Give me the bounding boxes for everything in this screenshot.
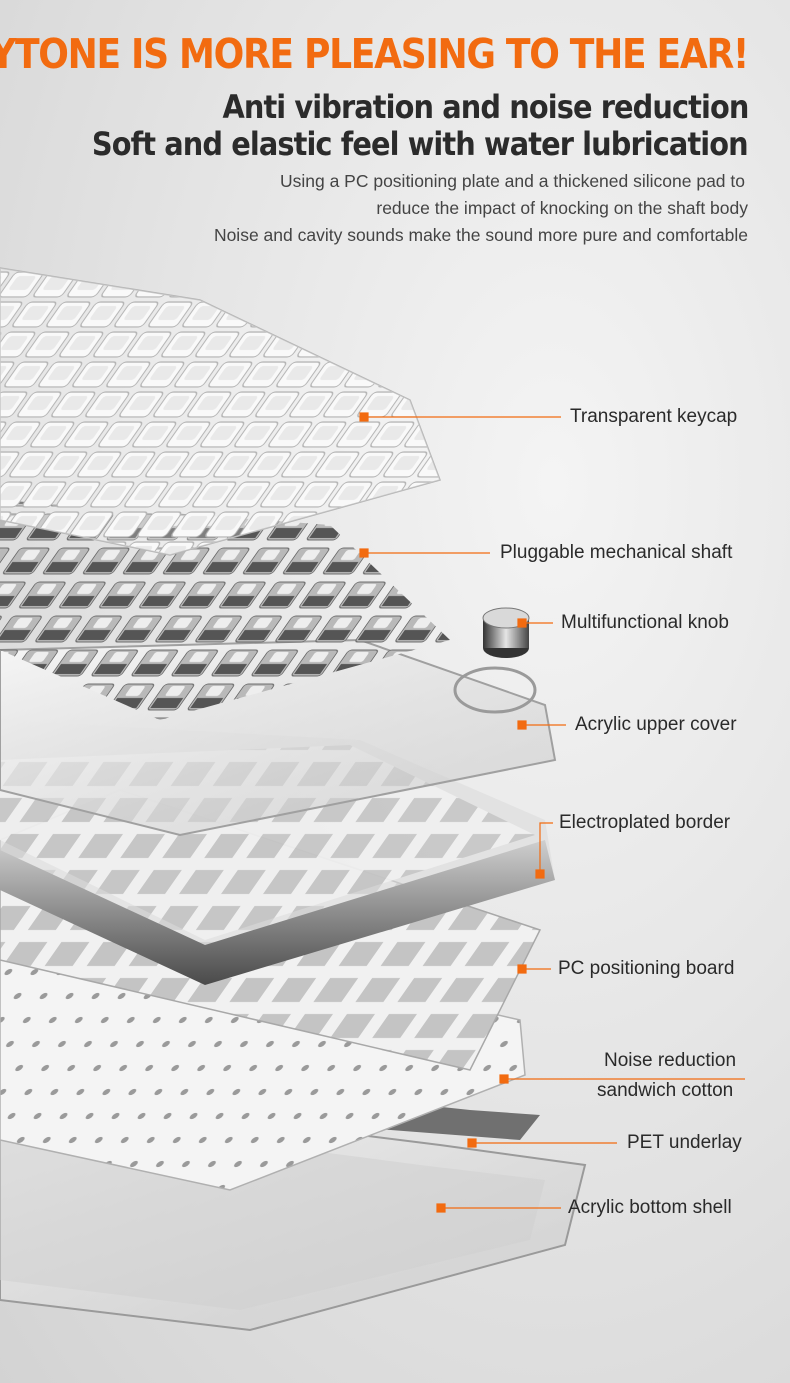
leader-lines bbox=[359, 412, 745, 1213]
subheading-anti-vibration: Anti vibration and noise reduction bbox=[221, 88, 749, 126]
callout-acrylic-upper-cover: Acrylic upper cover bbox=[575, 714, 737, 735]
callout-pet-underlay: PET underlay bbox=[627, 1132, 742, 1153]
callout-noise-reduction-cotton-line-2: sandwich cotton bbox=[597, 1080, 734, 1101]
description-line-2: reduce the impact of knocking on the sha… bbox=[376, 198, 748, 218]
callout-pc-positioning-board: PC positioning board bbox=[558, 958, 735, 979]
callout-acrylic-bottom-shell: Acrylic bottom shell bbox=[568, 1197, 732, 1218]
callout-transparent-keycap: Transparent keycap bbox=[570, 406, 738, 427]
description-line-1: Using a PC positioning plate and a thick… bbox=[279, 171, 745, 191]
subheading-soft-feel: Soft and elastic feel with water lubrica… bbox=[92, 125, 749, 163]
callout-noise-reduction-cotton-line-1: Noise reduction bbox=[604, 1050, 737, 1071]
description-line-3: Noise and cavity sounds make the sound m… bbox=[213, 225, 748, 245]
callout-electroplated-border: Electroplated border bbox=[559, 812, 731, 833]
callout-multifunctional-knob: Multifunctional knob bbox=[561, 612, 729, 633]
headline: KEYTONE IS MORE PLEASING TO THE EAR! bbox=[0, 30, 749, 78]
callout-pluggable-shaft: Pluggable mechanical shaft bbox=[500, 542, 733, 563]
